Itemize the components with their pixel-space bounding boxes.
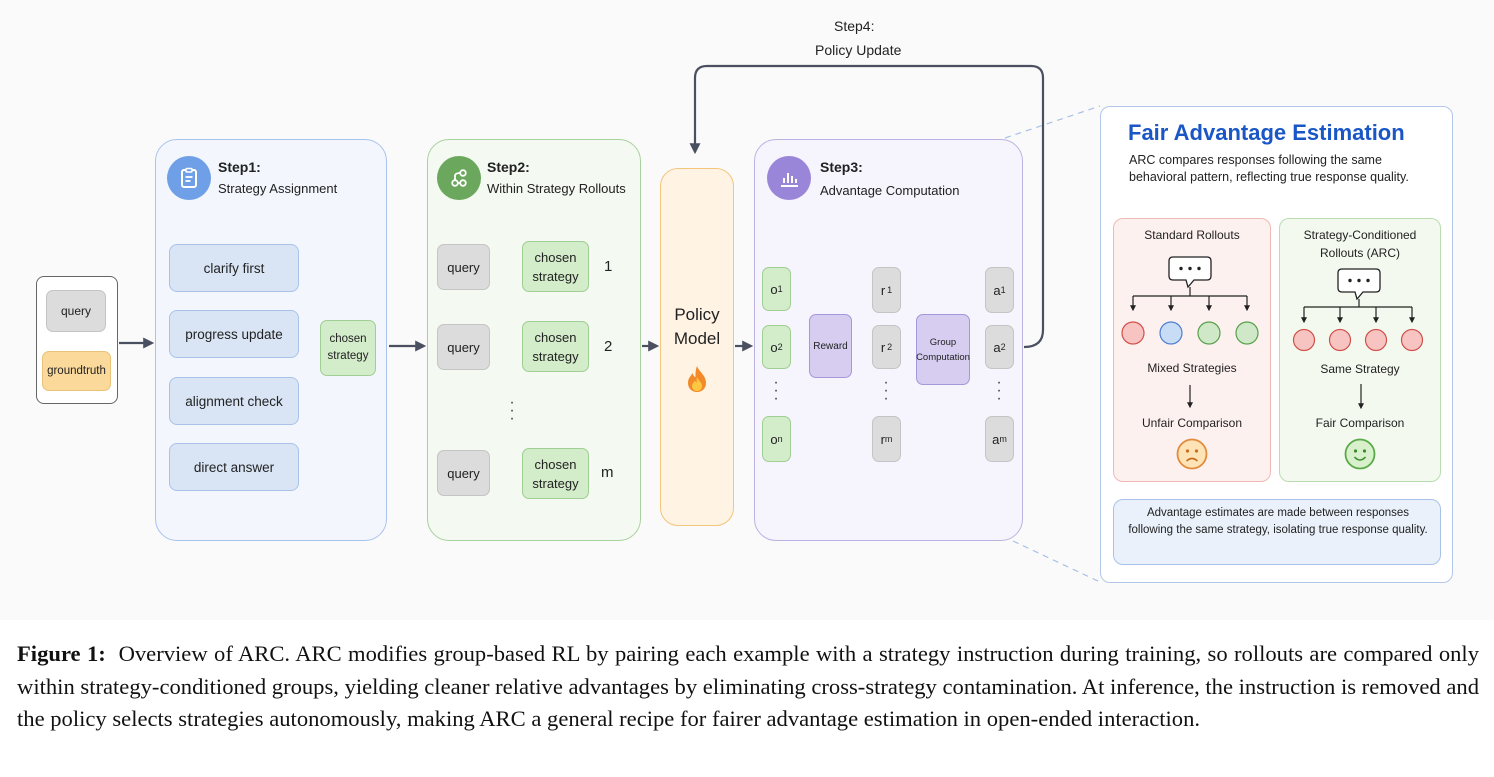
overview-diagram: Step4: Policy Update query groundtruth S… xyxy=(36,18,1453,583)
advantage-a2-sub: 2 xyxy=(1000,341,1006,352)
advantage-ellipsis: ··· xyxy=(996,374,1002,407)
fire-icon xyxy=(688,366,706,392)
caption-text: Overview of ARC. ARC modifies group-base… xyxy=(17,641,1480,731)
step3-subtitle: Advantage Computation xyxy=(820,183,960,198)
arc-tree xyxy=(1292,268,1424,410)
arc-strategy-dot xyxy=(1400,328,1424,352)
strategy-direct-answer: direct answer xyxy=(169,443,299,491)
standard-label: Mixed Strategies xyxy=(1147,361,1237,375)
fair-description: ARC compares responses following the sam… xyxy=(1129,153,1409,184)
arc-label: Same Strategy xyxy=(1320,362,1400,376)
standard-strategy-dot xyxy=(1121,321,1145,345)
standard-rollouts-title: Standard Rollouts xyxy=(1144,228,1240,242)
step1-title: Step1: xyxy=(218,159,261,175)
output-o2-base: o xyxy=(770,339,778,355)
advantage-a1-base: a xyxy=(993,282,1001,298)
arc-strategy-dot xyxy=(1364,328,1388,352)
strategy-progress-update: progress update xyxy=(169,310,299,358)
speech-bubble-icon xyxy=(1168,256,1212,289)
caption-label: Figure 1: xyxy=(17,641,106,666)
output-on-sub: n xyxy=(777,433,783,444)
strategy-alignment-check: alignment check xyxy=(169,377,299,425)
rollout-index-m: m xyxy=(601,464,614,481)
step1-subtitle: Strategy Assignment xyxy=(218,181,338,196)
step2-subtitle: Within Strategy Rollouts xyxy=(487,181,626,196)
step2-title: Step2: xyxy=(487,159,530,175)
reward-r2-sub: 2 xyxy=(887,341,893,352)
output-on-base: o xyxy=(770,431,778,447)
fair-title: Fair Advantage Estimation xyxy=(1128,120,1405,145)
standard-strategy-dot xyxy=(1235,321,1259,345)
arc-strategy-dot xyxy=(1328,328,1352,352)
fair-note-panel xyxy=(1113,499,1441,565)
policy-model xyxy=(660,168,734,526)
policy-label-line1: Policy xyxy=(674,305,720,324)
reward-rm-base: r xyxy=(880,431,885,447)
reward-rm-sub: m xyxy=(884,433,893,444)
reward-r1-sub: 1 xyxy=(887,284,893,295)
rollout-chosen-2: chosen strategy xyxy=(522,321,589,372)
advantage-am-base: a xyxy=(992,431,1000,447)
rollout-query-2: query xyxy=(437,324,490,370)
happy-face-icon xyxy=(1344,438,1376,470)
rollout-ellipsis: ··· xyxy=(509,394,515,427)
standard-tree xyxy=(1121,256,1259,409)
standard-strategy-dot xyxy=(1197,321,1221,345)
input-groundtruth: groundtruth xyxy=(42,351,111,391)
bar-chart-icon xyxy=(767,156,811,200)
rollout-index-2: 2 xyxy=(604,338,613,355)
output-o1-base: o xyxy=(770,281,778,297)
rollout-chosen-m: chosen strategy xyxy=(522,448,589,499)
output-ellipsis: ··· xyxy=(773,374,779,407)
output-o2-sub: 2 xyxy=(777,341,783,352)
strategy-clarify-first: clarify first xyxy=(169,244,299,292)
rollout-index-1: 1 xyxy=(604,258,613,275)
output-o1-sub: 1 xyxy=(777,283,783,294)
reward-r2-base: r xyxy=(880,339,886,355)
arc-strategy-dot xyxy=(1292,328,1316,352)
advantage-a2-base: a xyxy=(993,339,1001,355)
reward-r1-base: r xyxy=(880,282,886,298)
figure-caption: Figure 1: Overview of ARC. ARC modifies … xyxy=(17,638,1479,736)
group-computation-box: Group Computation xyxy=(916,314,970,385)
step3-title: Step3: xyxy=(820,159,863,175)
standard-strategy-dot xyxy=(1159,321,1183,345)
step4-subtitle: Policy Update xyxy=(815,42,902,58)
clipboard-icon xyxy=(167,156,211,200)
arc-rollouts-title: Strategy-Conditioned Rollouts (ARC) xyxy=(1303,228,1417,260)
step4-title: Step4: xyxy=(834,18,875,34)
reward-ellipsis: ··· xyxy=(883,374,889,407)
step1-chosen-strategy: chosen strategy xyxy=(320,320,376,376)
arc-result: Fair Comparison xyxy=(1315,416,1405,430)
advantage-am-sub: m xyxy=(999,433,1007,444)
rollout-query-m: query xyxy=(437,450,490,496)
branch-icon xyxy=(437,156,481,200)
rollout-chosen-1: chosen strategy xyxy=(522,241,589,292)
policy-label-line2: Model xyxy=(673,329,721,348)
input-query: query xyxy=(46,290,106,332)
reward-box: Reward xyxy=(809,314,852,378)
rollout-query-1: query xyxy=(437,244,490,290)
sad-face-icon xyxy=(1176,438,1208,470)
standard-result: Unfair Comparison xyxy=(1141,416,1243,430)
advantage-a1-sub: 1 xyxy=(1000,284,1006,295)
fair-note: Advantage estimates are made between res… xyxy=(1128,507,1428,536)
speech-bubble-icon xyxy=(1337,268,1381,301)
